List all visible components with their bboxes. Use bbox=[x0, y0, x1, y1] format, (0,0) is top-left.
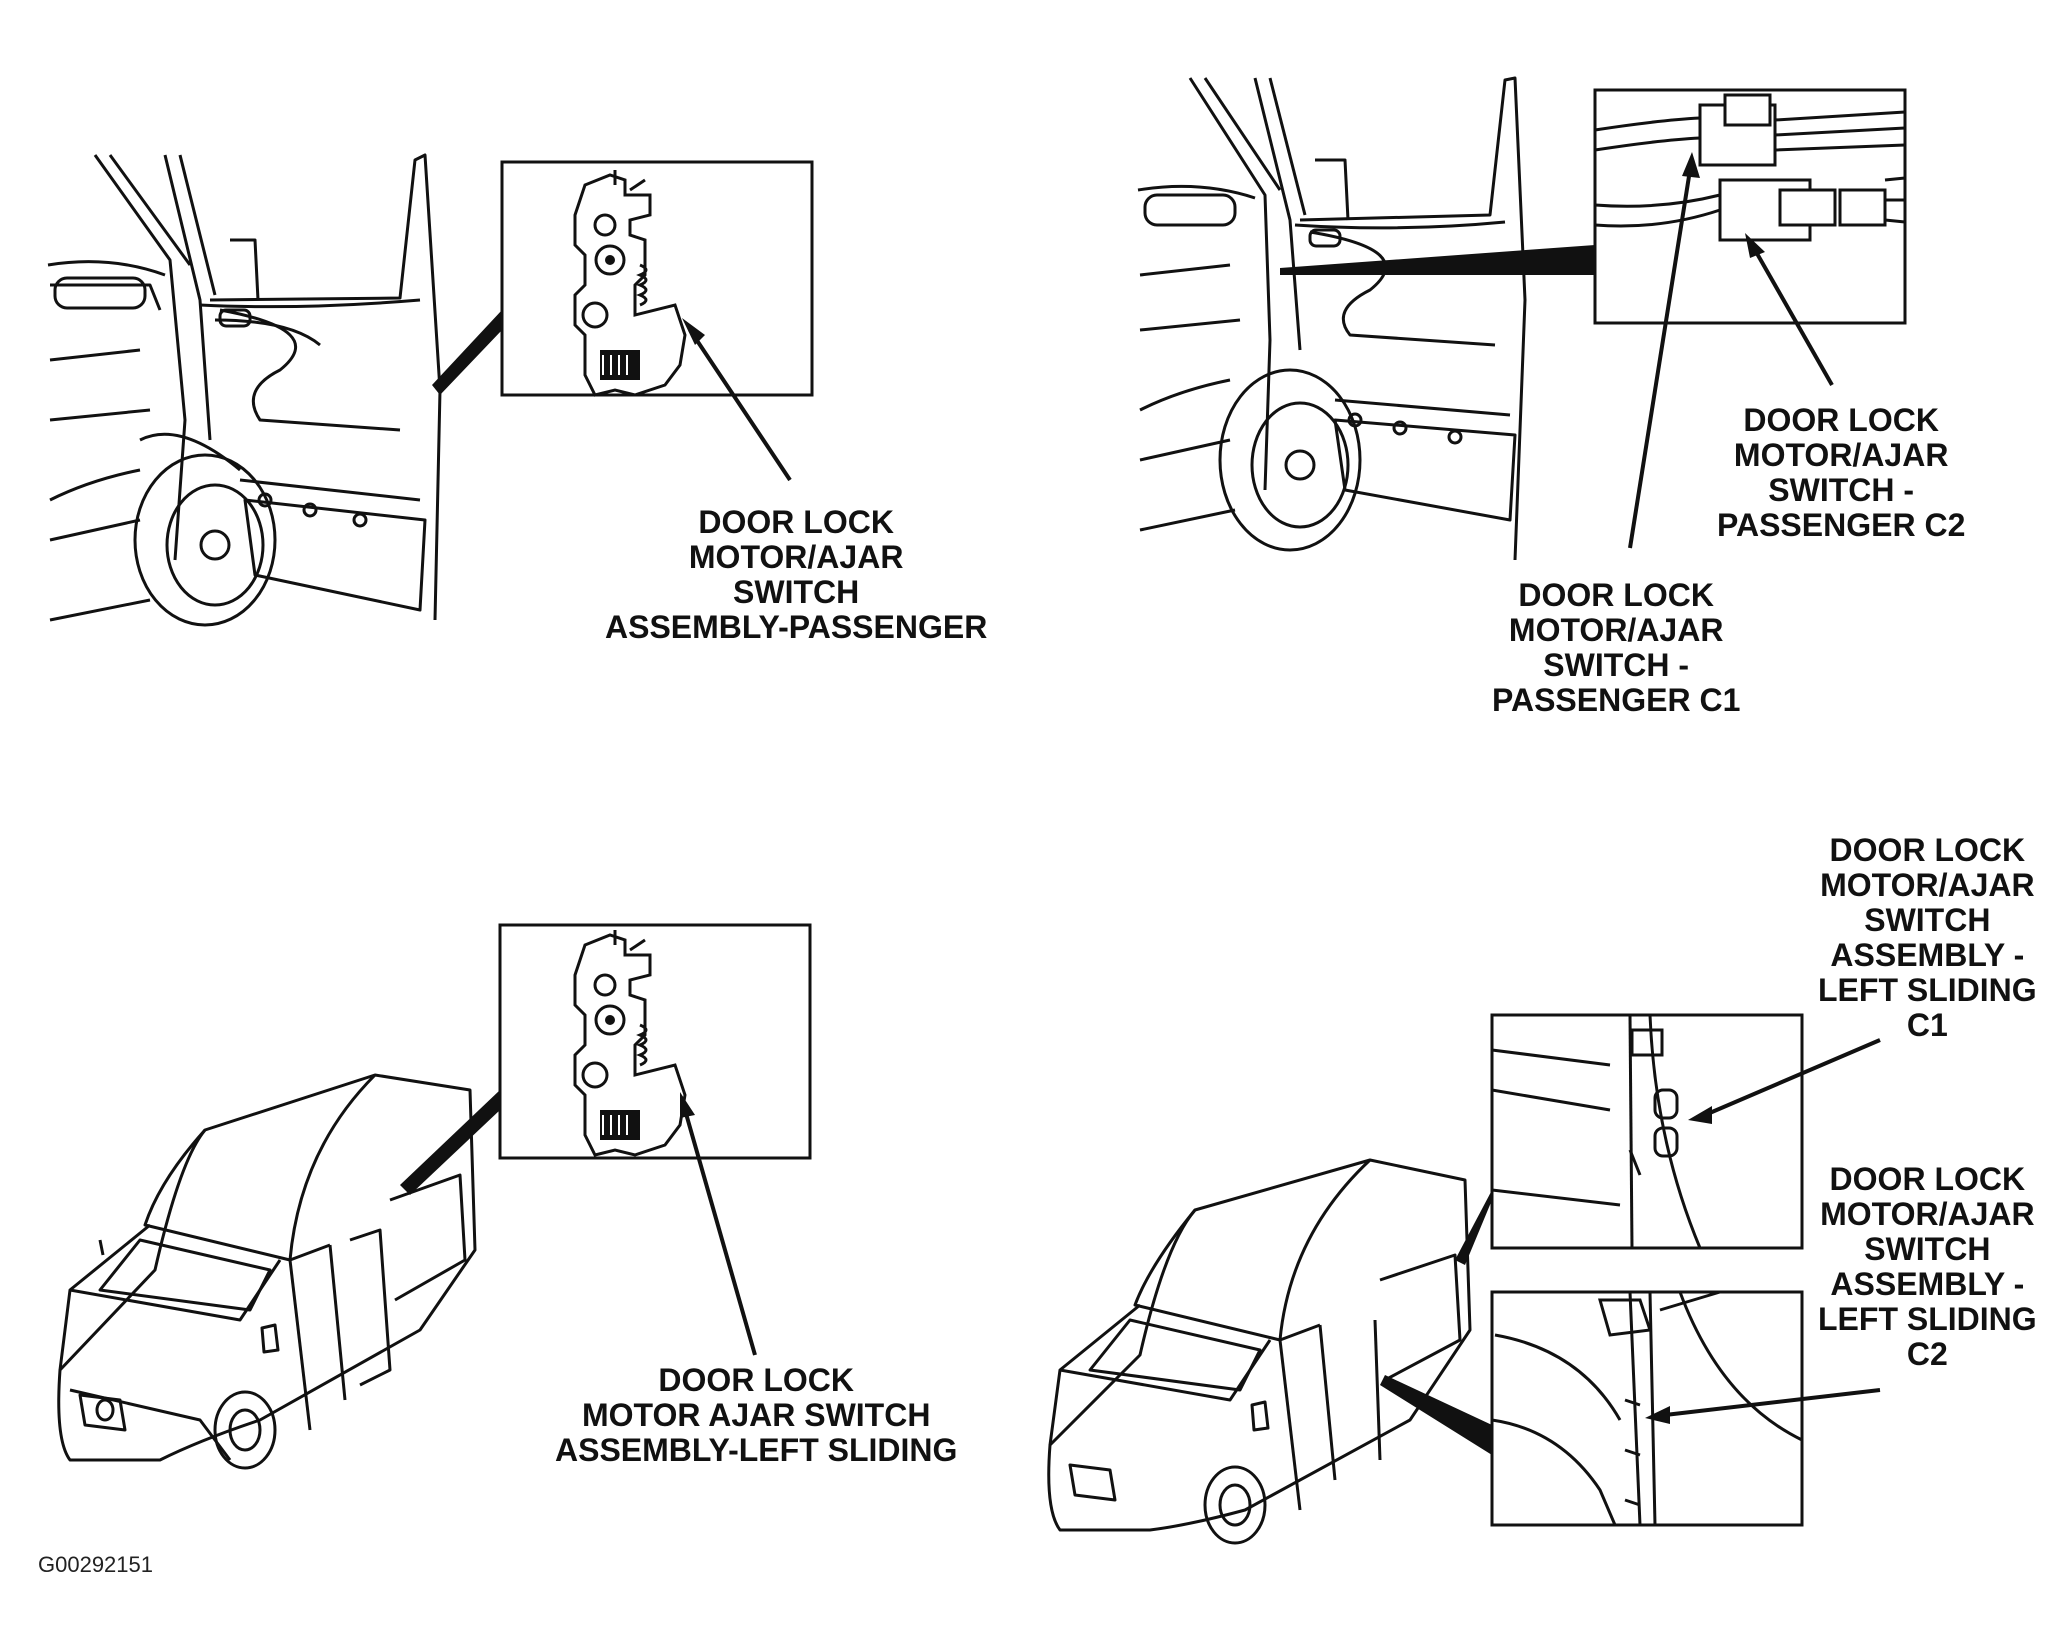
label-line: MOTOR/AJAR bbox=[1820, 1196, 2035, 1232]
label-line: SWITCH bbox=[1864, 902, 1991, 938]
passenger-door-connector-view bbox=[1137, 76, 1527, 561]
label-line: DOOR LOCK bbox=[1743, 402, 1939, 438]
figure-id: G00292151 bbox=[38, 1552, 153, 1577]
label-line: LEFT SLIDING bbox=[1818, 1301, 2037, 1337]
label-passenger-assembly: DOOR LOCK MOTOR/AJAR SWITCH ASSEMBLY-PAS… bbox=[605, 505, 987, 645]
passenger-door-view bbox=[47, 153, 442, 627]
label-line: C1 bbox=[1906, 1007, 1948, 1043]
van-view-left bbox=[57, 1073, 477, 1470]
label-line: PASSENGER C2 bbox=[1717, 507, 1966, 543]
label-line: DOOR LOCK bbox=[698, 504, 894, 540]
label-left-sliding-c2: DOOR LOCK MOTOR/AJAR SWITCH ASSEMBLY - L… bbox=[1818, 1162, 2037, 1372]
label-line: SWITCH bbox=[1864, 1231, 1991, 1267]
label-line: MOTOR/AJAR bbox=[1820, 867, 2035, 903]
label-line: SWITCH - bbox=[1543, 647, 1690, 683]
label-line: ASSEMBLY-PASSENGER bbox=[605, 609, 988, 645]
van-view-right bbox=[1047, 1158, 1472, 1545]
label-line: ASSEMBLY-LEFT SLIDING bbox=[555, 1432, 958, 1468]
label-left-sliding-assembly: DOOR LOCK MOTOR AJAR SWITCH ASSEMBLY-LEF… bbox=[555, 1363, 957, 1468]
label-line: DOOR LOCK bbox=[1518, 577, 1714, 613]
label-line: MOTOR/AJAR bbox=[1508, 612, 1724, 648]
label-passenger-c2: DOOR LOCK MOTOR/AJAR SWITCH - PASSENGER … bbox=[1717, 403, 1965, 543]
label-line: ASSEMBLY - bbox=[1830, 937, 2025, 973]
label-passenger-c1: DOOR LOCK MOTOR/AJAR SWITCH - PASSENGER … bbox=[1492, 578, 1740, 718]
label-line: LEFT SLIDING bbox=[1818, 972, 2037, 1008]
label-line: MOTOR AJAR SWITCH bbox=[581, 1397, 931, 1433]
label-line: MOTOR/AJAR bbox=[688, 539, 904, 575]
label-left-sliding-c1: DOOR LOCK MOTOR/AJAR SWITCH ASSEMBLY - L… bbox=[1818, 833, 2037, 1043]
label-line: ASSEMBLY - bbox=[1830, 1266, 2025, 1302]
label-line: C2 bbox=[1906, 1336, 1948, 1372]
label-line: SWITCH bbox=[733, 574, 860, 610]
label-line: DOOR LOCK bbox=[658, 1362, 854, 1398]
label-line: PASSENGER C1 bbox=[1492, 682, 1741, 718]
label-line: DOOR LOCK bbox=[1829, 832, 2026, 868]
label-line: SWITCH - bbox=[1768, 472, 1915, 508]
label-line: MOTOR/AJAR bbox=[1733, 437, 1949, 473]
label-line: DOOR LOCK bbox=[1829, 1161, 2026, 1197]
